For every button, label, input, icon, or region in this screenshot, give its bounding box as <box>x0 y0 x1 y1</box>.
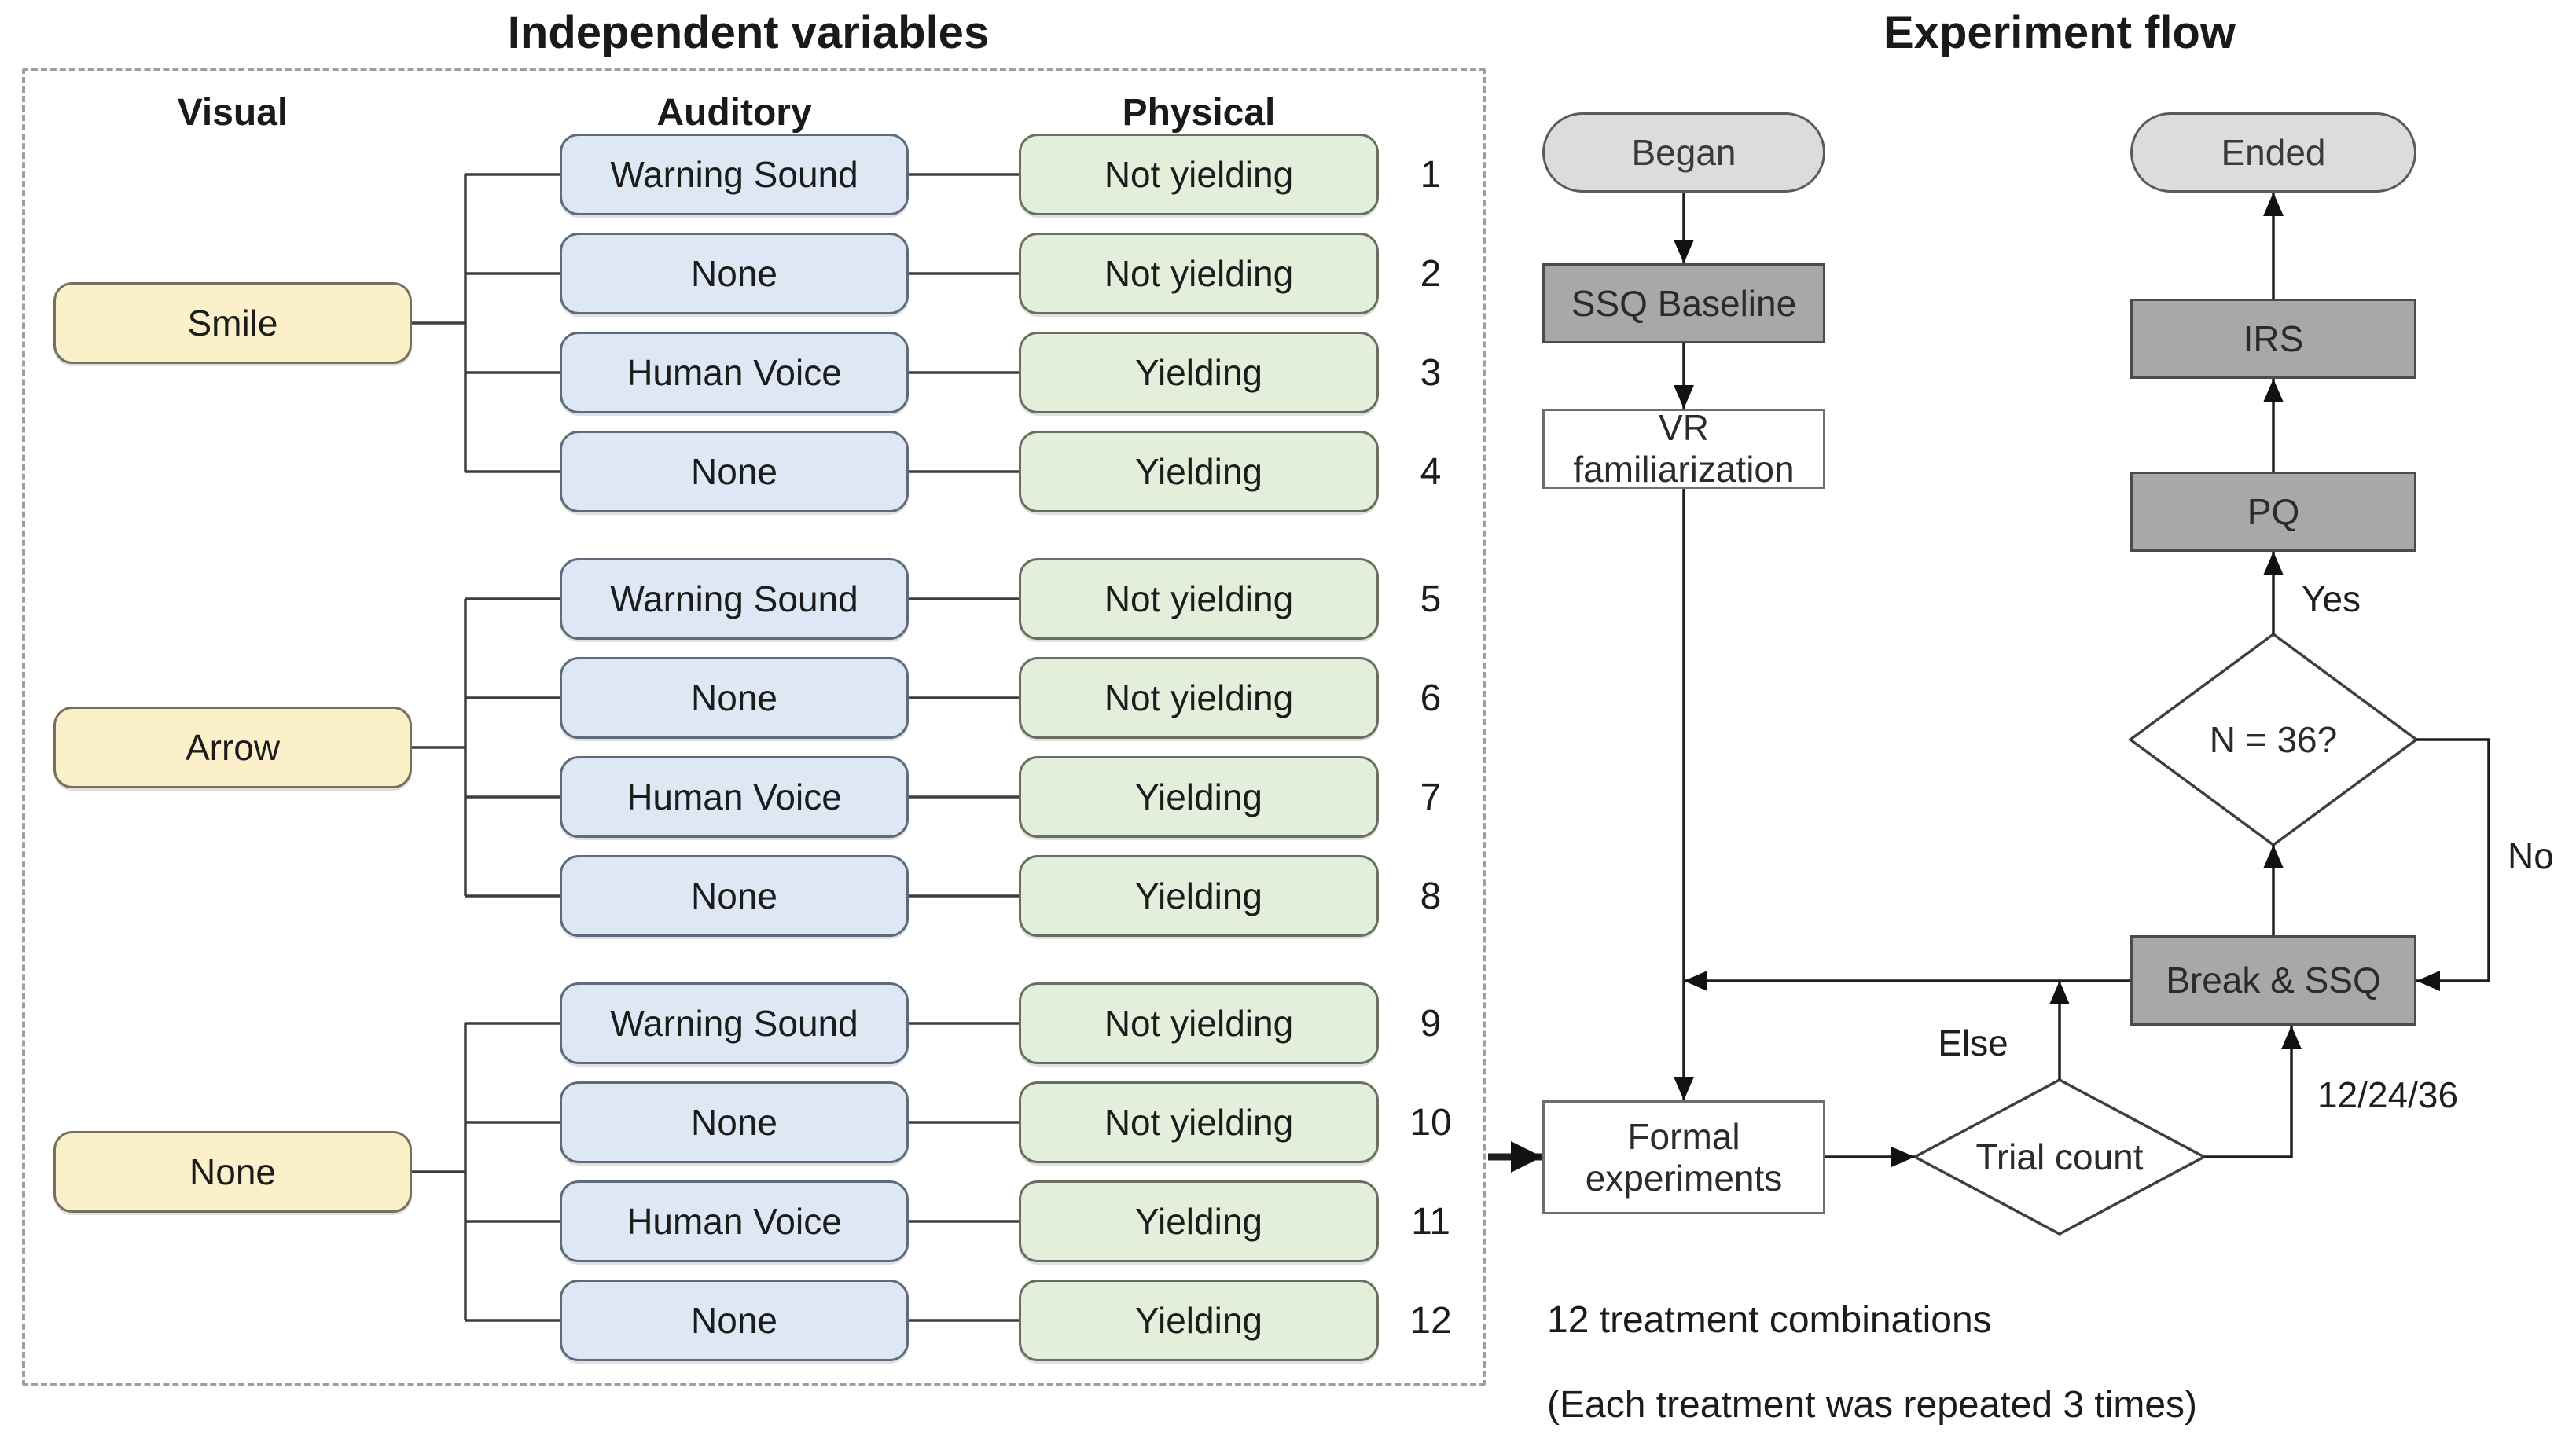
row-number: 5 <box>1420 578 1442 620</box>
physical-box: Not yielding <box>1019 233 1379 314</box>
row-number: 12 <box>1409 1299 1452 1342</box>
auditory-box: None <box>560 1081 909 1163</box>
visual-box-smile: Smile <box>53 282 412 364</box>
row-number: 11 <box>1411 1200 1450 1243</box>
physical-box: Not yielding <box>1019 982 1379 1064</box>
auditory-box: Warning Sound <box>560 982 909 1064</box>
row-number: 7 <box>1420 776 1442 818</box>
row-number: 3 <box>1420 351 1442 394</box>
auditory-box: Human Voice <box>560 332 909 413</box>
physical-box: Yielding <box>1019 1180 1379 1262</box>
edge-label-yes: Yes <box>2302 578 2361 619</box>
auditory-box: None <box>560 233 909 314</box>
row-number: 4 <box>1420 450 1442 493</box>
flow-node-began: Began <box>1542 112 1825 193</box>
visual-box-none: None <box>53 1131 412 1213</box>
flow-node-vr-familiarization: VR familiarization <box>1542 407 1825 490</box>
edge-label-counts: 12/24/36 <box>2317 1074 2459 1115</box>
treatments-note-line2: (Each treatment was repeated 3 times) <box>1547 1384 2198 1426</box>
row-number: 6 <box>1420 677 1442 719</box>
flow-node-trial-count-label: Trial count <box>1975 1136 2144 1177</box>
auditory-box: None <box>560 855 909 937</box>
physical-box: Not yielding <box>1019 134 1379 215</box>
physical-box: Yielding <box>1019 756 1379 838</box>
flow-node-pq: PQ <box>2130 472 2416 552</box>
flow-node-break-ssq: Break & SSQ <box>2130 935 2416 1026</box>
edge-label-no: No <box>2508 835 2554 876</box>
auditory-box: Warning Sound <box>560 558 909 640</box>
physical-box: Not yielding <box>1019 1081 1379 1163</box>
auditory-box: Human Voice <box>560 1180 909 1262</box>
edge-label-else: Else <box>1938 1023 2008 1063</box>
flow-node-n36-label: N = 36? <box>2209 719 2338 760</box>
flow-node-formal-experiments: Formal experiments <box>1542 1100 1825 1214</box>
row-number: 10 <box>1409 1101 1452 1144</box>
physical-box: Not yielding <box>1019 558 1379 640</box>
independent-variables-title: Independent variables <box>507 7 990 58</box>
column-header-visual: Visual <box>177 92 288 134</box>
physical-box: Not yielding <box>1019 657 1379 739</box>
auditory-box: None <box>560 657 909 739</box>
auditory-box: None <box>560 431 909 512</box>
physical-box: Yielding <box>1019 332 1379 413</box>
auditory-box: Warning Sound <box>560 134 909 215</box>
column-header-physical: Physical <box>1122 92 1276 134</box>
treatments-note-line1: 12 treatment combinations <box>1547 1299 1992 1341</box>
physical-box: Yielding <box>1019 855 1379 937</box>
row-number: 1 <box>1420 153 1442 196</box>
row-number: 2 <box>1420 252 1442 295</box>
flow-node-ssq-baseline: SSQ Baseline <box>1542 263 1825 343</box>
column-header-auditory: Auditory <box>656 92 812 134</box>
physical-box: Yielding <box>1019 1280 1379 1361</box>
auditory-box: None <box>560 1280 909 1361</box>
physical-box: Yielding <box>1019 431 1379 512</box>
flow-node-ended: Ended <box>2130 112 2416 193</box>
independent-variables-panel <box>22 68 1486 1386</box>
row-number: 9 <box>1420 1002 1442 1045</box>
experiment-flow-title: Experiment flow <box>1883 7 2236 58</box>
flow-node-irs: IRS <box>2130 299 2416 379</box>
row-number: 8 <box>1420 875 1442 917</box>
visual-box-arrow: Arrow <box>53 707 412 788</box>
auditory-box: Human Voice <box>560 756 909 838</box>
